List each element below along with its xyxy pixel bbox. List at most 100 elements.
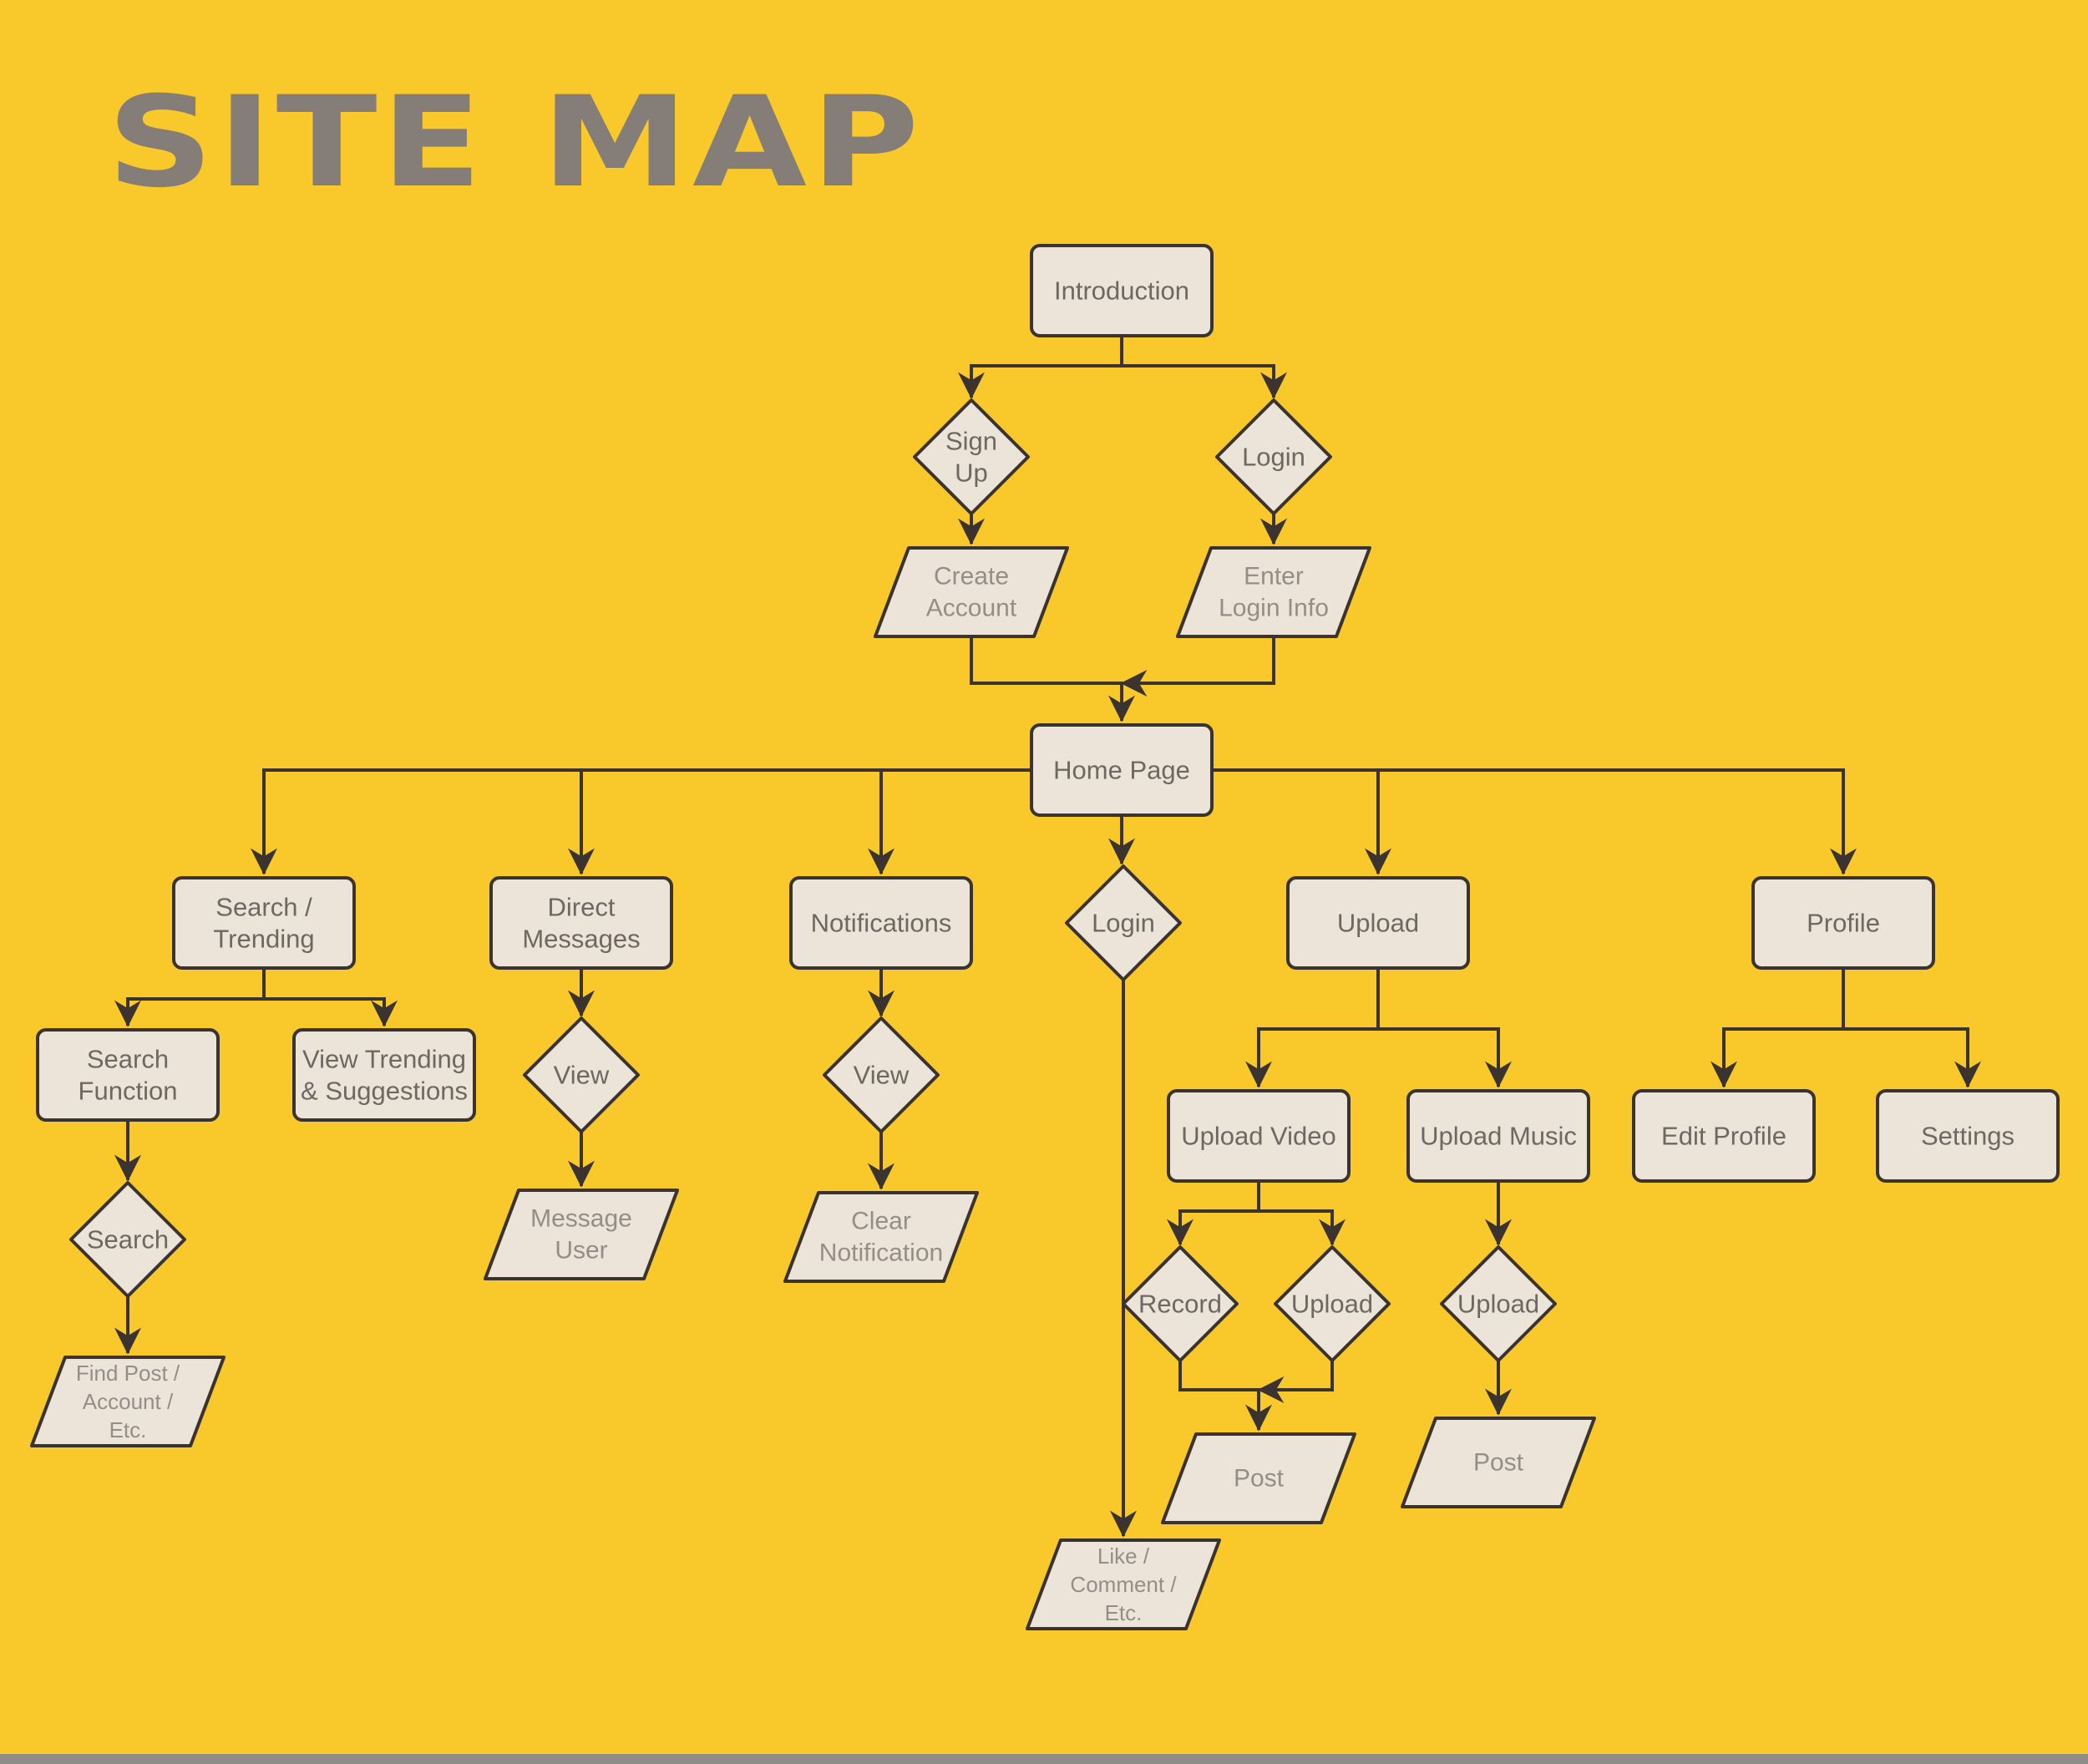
node-label: Upload Music — [1420, 1122, 1577, 1151]
node-label: Login — [1092, 909, 1155, 938]
node-label: Upload Video — [1181, 1122, 1336, 1151]
connector-arrow — [970, 636, 1135, 722]
connector-arrow — [1257, 1361, 1334, 1403]
node-label: Direct — [548, 893, 616, 922]
node-login-mid: Login — [1065, 864, 1182, 981]
node-post-music: Post — [1401, 1417, 1596, 1508]
node-label: Etc. — [1105, 1600, 1143, 1625]
node-label: User — [555, 1237, 607, 1265]
node-label: Create — [934, 563, 1009, 591]
node-label: Notifications — [811, 909, 952, 938]
process-box — [1167, 1089, 1351, 1183]
io-parallelogram — [30, 1356, 226, 1447]
connector-arrow — [251, 768, 1031, 875]
connector-lines — [114, 336, 1981, 1538]
node-label: Account — [926, 595, 1017, 622]
node-label: View — [854, 1061, 910, 1090]
connector-arrow — [1120, 636, 1275, 697]
io-parallelogram — [783, 1191, 979, 1283]
node-label: Message — [530, 1205, 632, 1233]
decision-diamond — [69, 1181, 186, 1298]
io-parallelogram — [1401, 1417, 1596, 1508]
node-label: View — [554, 1061, 610, 1090]
node-label: Post — [1234, 1465, 1285, 1493]
node-settings: Settings — [1876, 1089, 2060, 1183]
node-label: Upload — [1291, 1290, 1373, 1319]
connector-arrow — [1245, 968, 1380, 1088]
node-record: Record — [1122, 1245, 1239, 1362]
decision-diamond — [1215, 398, 1332, 515]
node-find-post: Find Post / Account / Etc. — [30, 1356, 226, 1447]
connector-arrow — [1212, 768, 1857, 875]
node-label: Search — [87, 1045, 169, 1074]
node-label: Login — [1242, 443, 1305, 472]
node-label: Etc. — [109, 1417, 147, 1442]
node-label: Introduction — [1054, 276, 1189, 306]
process-box — [1876, 1089, 2060, 1183]
process-box — [789, 876, 973, 970]
connector-arrow — [1378, 1027, 1512, 1088]
node-label: Record — [1138, 1290, 1222, 1319]
node-label: Trending — [213, 925, 314, 954]
node-label: Function — [79, 1077, 178, 1106]
decision-diamond — [823, 1016, 940, 1133]
connector-arrow — [1259, 1209, 1346, 1246]
node-label: Enter — [1244, 563, 1304, 591]
node-profile: Profile — [1751, 876, 1935, 970]
node-upload-music: Upload Music — [1406, 1089, 1590, 1183]
node-label: Messages — [522, 925, 640, 954]
node-notifications: Notifications — [789, 876, 973, 970]
bottom-strip — [0, 1754, 2088, 1764]
connector-arrow — [1167, 1181, 1260, 1246]
node-label: Upload — [1457, 1290, 1539, 1319]
process-box — [1286, 876, 1470, 970]
io-parallelogram — [1161, 1432, 1356, 1524]
node-label: Search — [87, 1225, 169, 1255]
connector-arrow — [114, 968, 266, 1027]
node-upload-music-decision: Upload — [1440, 1245, 1557, 1362]
node-view-notif: View — [823, 1016, 940, 1133]
connector-arrow — [1710, 968, 1845, 1088]
sitemap-nodes: IntroductionSignUpLoginCreateAccountEnte… — [30, 244, 2060, 1630]
node-label: Find Post / — [76, 1361, 180, 1386]
node-login-top: Login — [1215, 398, 1332, 515]
io-parallelogram — [874, 546, 1069, 638]
node-label: & Suggestions — [301, 1077, 468, 1106]
connector-arrow — [1178, 1361, 1272, 1432]
io-parallelogram — [484, 1189, 679, 1280]
process-box — [292, 1028, 476, 1122]
node-post-video: Post — [1161, 1432, 1356, 1524]
node-like-comment: Like /Comment /Etc. — [1026, 1538, 1221, 1630]
node-view-trending: View Trending & Suggestions — [292, 1028, 476, 1122]
node-label: Search / — [215, 893, 312, 922]
process-box — [1030, 244, 1214, 337]
node-edit-profile: Edit Profile — [1632, 1089, 1816, 1183]
process-box — [1406, 1089, 1590, 1183]
node-label: Home Page — [1053, 756, 1190, 785]
node-upload: Upload — [1286, 876, 1470, 970]
node-label: Account / — [83, 1389, 174, 1414]
connector-arrow — [264, 997, 398, 1027]
decision-diamond — [1274, 1245, 1391, 1362]
io-parallelogram — [1176, 546, 1371, 638]
node-label: Settings — [1921, 1122, 2015, 1151]
io-parallelogram — [1026, 1538, 1221, 1630]
process-box — [1751, 876, 1935, 970]
node-search-decision: Search — [69, 1181, 186, 1298]
node-label: Upload — [1337, 909, 1419, 938]
node-view-dm: View — [523, 1016, 640, 1133]
decision-diamond — [1065, 864, 1182, 981]
node-label: Profile — [1807, 909, 1880, 938]
node-label: Clear — [851, 1208, 911, 1235]
page-title: SITE MAP — [107, 70, 924, 215]
process-box — [36, 1028, 220, 1122]
connector-arrow — [1122, 364, 1287, 399]
node-label: View Trending — [302, 1045, 466, 1074]
